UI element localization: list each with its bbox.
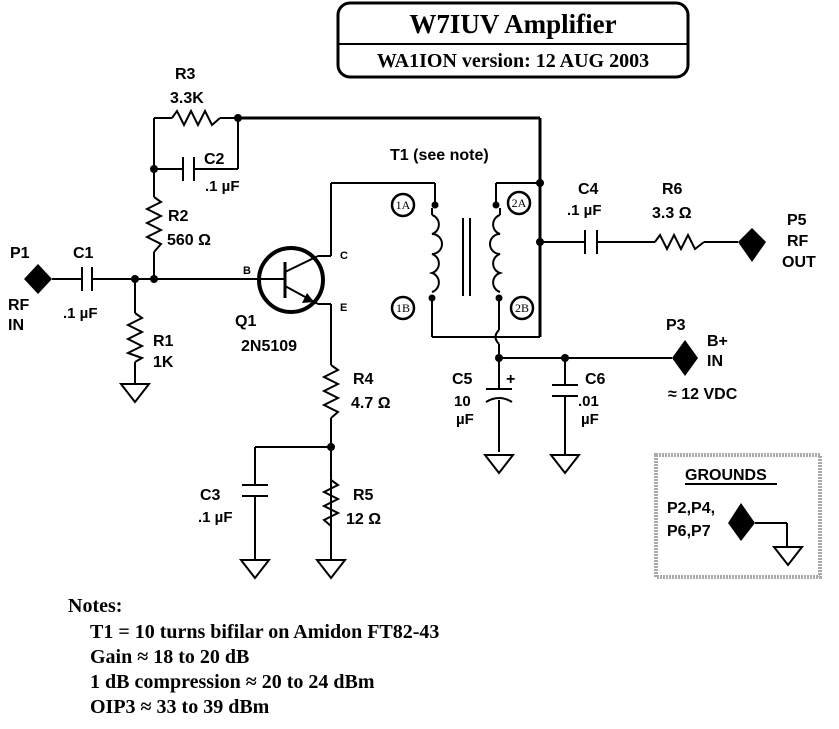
grounds-legend: GROUNDS P2,P4, P6,P7 <box>654 453 822 579</box>
c3-capacitor-icon <box>242 484 268 497</box>
r1-ground-icon <box>118 383 152 404</box>
note-item: T1 = 10 turns bifilar on Amidon FT82-43 <box>90 621 439 643</box>
p3-voltage: ≈ 12 VDC <box>668 386 738 403</box>
t1-pin-2a: 2A <box>506 190 532 216</box>
c3-ground-icon <box>238 559 272 580</box>
r5-ground-icon <box>314 559 348 580</box>
r5-resistor-icon <box>321 479 341 527</box>
r1-ref: R1 <box>153 333 174 350</box>
note-item: 1 dB compression ≈ 20 to 24 dBm <box>90 671 375 693</box>
r2-resistor-icon <box>144 196 164 253</box>
p3-connector-icon <box>672 340 698 376</box>
p5-connector-icon <box>738 228 766 262</box>
svg-text:1B: 1B <box>396 301 410 315</box>
c1-ref: C1 <box>73 245 94 262</box>
t1-ref: T1 (see note) <box>390 147 489 164</box>
c6-value-line1: .01 <box>578 393 599 410</box>
p3-line2: IN <box>707 353 723 370</box>
p3-ref: P3 <box>666 317 686 334</box>
p1-ref: P1 <box>10 245 30 262</box>
junctions <box>131 114 569 451</box>
c5-value-line2: µF <box>456 411 474 428</box>
r2-value: 560 Ω <box>167 232 211 249</box>
r4-ref: R4 <box>353 371 374 388</box>
svg-text:2B: 2B <box>515 301 529 315</box>
c1-value: .1 µF <box>63 305 97 322</box>
r5-value: 12 Ω <box>346 511 381 528</box>
schematic-title: W7IUV Amplifier <box>409 9 616 39</box>
p1-connector-icon <box>24 264 52 294</box>
q1-transistor-icon <box>257 246 325 314</box>
q1-pin-c: C <box>340 250 348 262</box>
c3-value: .1 µF <box>198 509 232 526</box>
p3-line1: B+ <box>707 333 728 350</box>
title-block: W7IUV Amplifier WA1ION version: 12 AUG 2… <box>336 1 690 79</box>
c6-value-line2: µF <box>581 411 599 428</box>
r4-value: 4.7 Ω <box>351 395 391 412</box>
p5-ref: P5 <box>787 212 807 229</box>
grounds-line1: P2,P4, <box>667 500 715 517</box>
r6-resistor-icon <box>654 232 705 252</box>
note-item: OIP3 ≈ 33 to 39 dBm <box>90 696 270 718</box>
r1-value: 1K <box>153 354 174 371</box>
c2-capacitor-icon <box>182 157 195 181</box>
c4-value: .1 µF <box>567 202 601 219</box>
q1-value: 2N5109 <box>241 338 297 355</box>
schematic-subtitle: WA1ION version: 12 AUG 2003 <box>377 50 649 72</box>
c5-value-line1: 10 <box>454 393 471 410</box>
r1-resistor-icon <box>125 312 145 363</box>
c1-capacitor-icon <box>81 267 93 291</box>
svg-text:1A: 1A <box>396 198 411 212</box>
c2-value: .1 µF <box>205 178 239 195</box>
grounds-heading: GROUNDS <box>685 467 767 484</box>
c5-ground-icon <box>482 454 516 475</box>
r3-ref: R3 <box>175 66 196 83</box>
p5-line2: OUT <box>782 254 816 271</box>
p1-line2: IN <box>8 317 24 334</box>
c6-capacitor-icon <box>552 384 578 397</box>
c4-capacitor-icon <box>584 230 598 254</box>
c4-ref: C4 <box>578 181 599 198</box>
grounds-connector-icon <box>728 503 755 541</box>
grounds-line2: P6,P7 <box>667 523 711 540</box>
c3-ref: C3 <box>200 487 221 504</box>
grounds-ground-icon <box>771 546 805 567</box>
t1-pin-2b: 2B <box>509 295 535 321</box>
notes: Notes: T1 = 10 turns bifilar on Amidon F… <box>68 595 439 718</box>
t1-pin-1b: 1B <box>390 295 416 321</box>
c2-ref: C2 <box>204 151 225 168</box>
svg-text:2A: 2A <box>512 196 527 210</box>
t1-pin-1a: 1A <box>390 192 416 218</box>
c6-ground-icon <box>548 454 582 475</box>
p5-line1: RF <box>787 233 809 250</box>
r5-ref: R5 <box>353 487 374 504</box>
r6-ref: R6 <box>662 181 683 198</box>
q1-ref: Q1 <box>235 313 256 330</box>
c5-capacitor-icon: + <box>485 371 515 403</box>
r4-resistor-icon <box>321 364 341 419</box>
r3-value: 3.3K <box>170 90 204 107</box>
r6-value: 3.3 Ω <box>652 205 692 222</box>
r2-ref: R2 <box>168 208 189 225</box>
q1-pin-b: B <box>243 265 251 277</box>
c6-ref: C6 <box>585 371 606 388</box>
wires <box>52 116 738 562</box>
t1-transformer-icon <box>428 201 504 302</box>
p1-line1: RF <box>8 297 30 314</box>
c5-ref: C5 <box>452 371 473 388</box>
r3-resistor-icon <box>171 108 221 128</box>
notes-heading: Notes: <box>68 595 122 617</box>
note-item: Gain ≈ 18 to 20 dB <box>90 646 249 668</box>
q1-pin-e: E <box>340 302 347 314</box>
c5-polarity: + <box>506 371 515 388</box>
